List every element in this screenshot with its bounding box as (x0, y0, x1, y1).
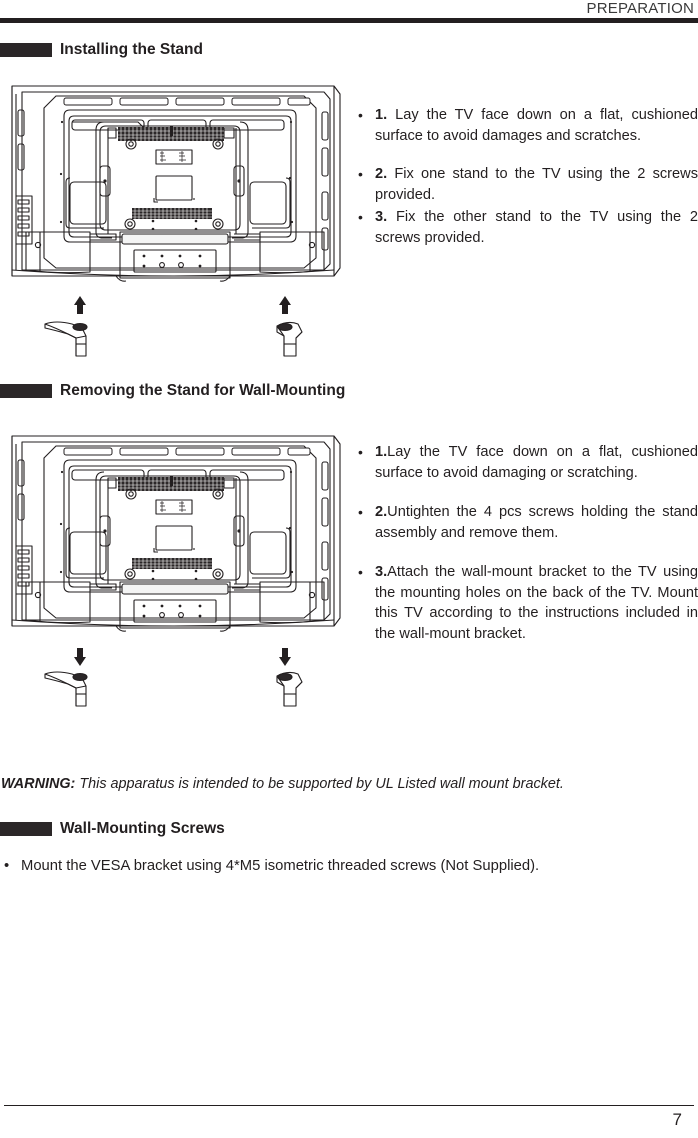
arrow-down-left (74, 648, 86, 666)
instruction-step: • 3. Fix the other stand to the TV using… (355, 207, 698, 248)
section-heading-removing-the-stand: Removing the Stand for Wall-Mounting (0, 383, 345, 399)
section-title: Installing the Stand (60, 41, 203, 59)
instructions-installing-the-stand: • 1. Lay the TV face down on a flat, cus… (355, 105, 698, 248)
page-header-title: PREPARATION (586, 0, 694, 17)
step-text: Attach the wall-mount bracket to the TV … (375, 564, 698, 642)
step-number: 3. (375, 209, 388, 225)
step-text: Lay the TV face down on a flat, cushione… (375, 107, 698, 144)
instruction-step: • 2. Fix one stand to the TV using the 2… (355, 164, 698, 205)
step-number: 3. (375, 564, 388, 580)
footer-divider-rule (4, 1105, 694, 1106)
stand-legs-illustration-down (40, 642, 320, 720)
section-marker-bar (0, 43, 52, 57)
instruction-step: • 1. Lay the TV face down on a flat, cus… (355, 105, 698, 146)
step-text: Lay the TV face down on a flat, cushione… (375, 444, 698, 481)
step-text: Fix one stand to the TV using the 2 scre… (375, 166, 698, 203)
step-text: Fix the other stand to the TV using the … (375, 209, 698, 246)
page-number: 7 (672, 1110, 682, 1129)
arrow-up-right (279, 296, 291, 314)
screws-note-text: Mount the VESA bracket using 4*M5 isomet… (21, 858, 540, 874)
tv-rear-view-svg (11, 85, 341, 282)
stand-legs-svg (44, 296, 303, 357)
section-marker-bar (0, 822, 52, 836)
step-number: 1. (375, 107, 388, 123)
bullet-glyph: • (358, 564, 363, 580)
step-text: Untighten the 4 pcs screws holding the s… (375, 504, 698, 541)
stand-legs-illustration-up (40, 292, 320, 370)
step-number: 1. (375, 444, 388, 460)
section-title: Wall-Mounting Screws (60, 820, 225, 838)
bullet-glyph: • (358, 107, 363, 123)
arrow-down-right (279, 648, 291, 666)
tv-rear-view-svg (11, 435, 341, 632)
warning-label: WARNING: (1, 776, 76, 792)
bullet-glyph: • (358, 166, 363, 182)
wall-mounting-screws-note: • Mount the VESA bracket using 4*M5 isome… (4, 856, 694, 876)
instruction-step: • 1.Lay the TV face down on a flat, cush… (355, 442, 698, 483)
section-heading-installing-the-stand: Installing the Stand (0, 42, 203, 58)
header-divider-rule (0, 18, 698, 23)
instruction-step: • 2.Untighten the 4 pcs screws holding t… (355, 502, 698, 543)
stand-legs-svg (44, 648, 303, 707)
arrow-up-left (74, 296, 86, 314)
section-heading-wall-mounting-screws: Wall-Mounting Screws (0, 821, 225, 837)
step-number: 2. (375, 166, 388, 182)
warning-note: WARNING: This apparatus is intended to b… (1, 775, 698, 794)
instructions-removing-the-stand: • 1.Lay the TV face down on a flat, cush… (355, 442, 698, 644)
bullet-glyph: • (4, 858, 10, 874)
bullet-glyph: • (358, 504, 363, 520)
step-number: 2. (375, 504, 388, 520)
warning-text: This apparatus is intended to be support… (75, 776, 564, 792)
section-marker-bar (0, 384, 52, 398)
instruction-step: • 3.Attach the wall-mount bracket to the… (355, 562, 698, 644)
tv-rear-view-illustration-2 (4, 432, 346, 638)
section-title: Removing the Stand for Wall-Mounting (60, 382, 346, 400)
tv-rear-view-illustration-1 (4, 82, 346, 288)
bullet-glyph: • (358, 444, 363, 460)
bullet-glyph: • (358, 209, 363, 225)
